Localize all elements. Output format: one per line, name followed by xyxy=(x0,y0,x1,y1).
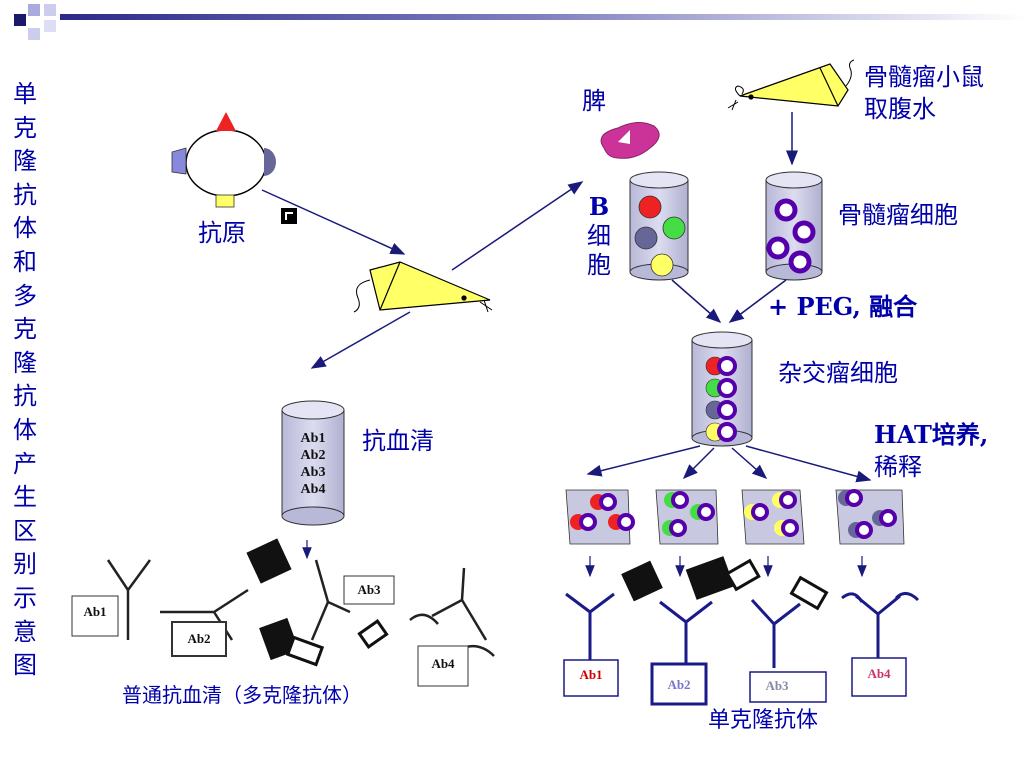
antigen-label: 抗原 xyxy=(198,219,246,247)
peg-fusion-label: + PEG, 融合 xyxy=(768,292,918,321)
serum-item: Ab2 xyxy=(300,448,326,463)
polyclonal-caption: 普通抗血清（多克隆抗体） xyxy=(122,683,362,707)
poly-ab3-label: Ab3 xyxy=(357,582,381,597)
b-cell-label-chars: 细胞 xyxy=(587,222,611,279)
mono-ab2-label: Ab2 xyxy=(667,677,691,692)
antigen-icon xyxy=(171,112,276,208)
serum-item: Ab3 xyxy=(300,465,326,480)
well-down-arrows xyxy=(585,556,867,578)
mono-ab4-box xyxy=(851,657,907,697)
myeloma-mouse-label-1: 骨髓瘤小鼠 xyxy=(864,63,984,91)
antiserum-cylinder xyxy=(281,400,345,526)
arrow-antigen-to-mouse xyxy=(261,189,406,255)
slide-title-vertical: 单克隆抗体和多克隆抗体产生区别示意图 xyxy=(13,80,37,680)
culture-well-1 xyxy=(565,489,635,545)
spleen-label: 脾 xyxy=(582,87,606,115)
polyclonal-antibodies xyxy=(71,538,495,687)
serum-contents: Ab1 Ab2 Ab3 Ab4 xyxy=(282,430,344,498)
arrow-myeloma-to-fusion xyxy=(728,279,787,323)
small-square-icon xyxy=(281,208,297,224)
myeloma-mouse-icon xyxy=(727,59,855,111)
immunized-mouse-icon xyxy=(353,261,493,313)
culture-well-4 xyxy=(835,489,905,545)
mono-ab3-label: Ab3 xyxy=(765,678,789,693)
culture-well-2 xyxy=(655,489,719,545)
poly-ab4-label: Ab4 xyxy=(431,656,455,671)
mono-ab3-box xyxy=(749,671,827,703)
mono-ab1-label: Ab1 xyxy=(579,667,603,682)
split-arrows xyxy=(586,445,872,483)
mono-ab2-box xyxy=(650,662,708,706)
myeloma-cell-cylinder xyxy=(765,171,823,281)
antiserum-label: 抗血清 xyxy=(362,427,434,455)
arrow-mouse-to-serum xyxy=(310,311,411,369)
hybridoma-cylinder xyxy=(691,331,753,447)
hybridoma-label: 杂交瘤细胞 xyxy=(778,359,898,387)
hat-label-1: HAT培养, xyxy=(874,420,989,449)
spleen-icon xyxy=(600,122,660,159)
mono-ab4-label: Ab4 xyxy=(867,666,891,681)
serum-item: Ab4 xyxy=(300,482,326,497)
hat-label-2: 稀释 xyxy=(874,453,922,481)
serum-item: Ab1 xyxy=(300,431,326,446)
b-cell-cylinder xyxy=(629,171,689,281)
myeloma-mouse-label-2: 取腹水 xyxy=(864,95,936,123)
header-decoration xyxy=(14,4,1024,40)
mono-ab1-box xyxy=(563,659,619,697)
b-cell-label-letter: B xyxy=(588,192,610,221)
arrow-mouse-to-spleen xyxy=(451,181,584,271)
myeloma-cells-label: 骨髓瘤细胞 xyxy=(838,201,958,229)
monoclonal-antibodies xyxy=(565,556,920,668)
poly-ab2-label: Ab2 xyxy=(187,631,211,646)
poly-ab1-label: Ab1 xyxy=(83,604,107,619)
arrow-bcell-to-fusion xyxy=(671,279,722,323)
monoclonal-caption: 单克隆抗体 xyxy=(708,708,819,733)
culture-well-3 xyxy=(741,489,805,545)
